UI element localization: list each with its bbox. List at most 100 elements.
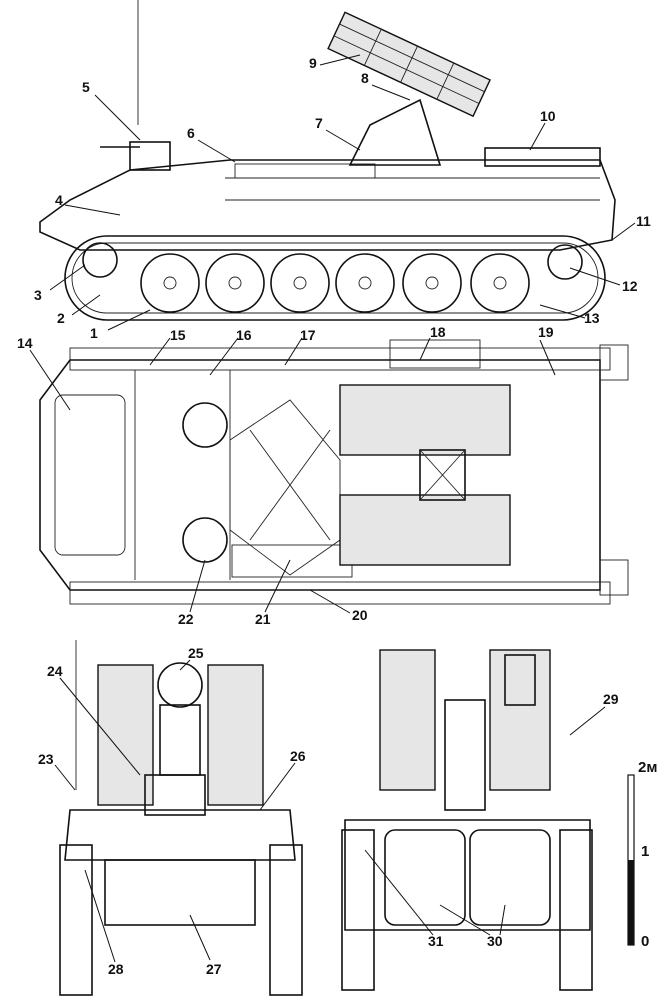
callout-10: 10 <box>529 108 556 151</box>
idler-wheel <box>82 242 118 278</box>
top-view <box>39 339 629 605</box>
track-top <box>69 347 611 371</box>
launcher-pack-rear-left <box>379 649 436 791</box>
launcher-base <box>419 449 466 501</box>
callout-number: 28 <box>108 961 124 977</box>
callout-number: 8 <box>361 70 369 86</box>
callout-13: 13 <box>539 304 600 326</box>
callout-number: 10 <box>540 108 556 124</box>
track-rear-left <box>341 829 375 991</box>
hull-side <box>39 159 616 251</box>
callout-number: 6 <box>187 125 195 141</box>
callout-number: 12 <box>622 278 638 294</box>
callout-number: 13 <box>584 310 600 326</box>
callout-number: 29 <box>603 691 619 707</box>
front-hatch <box>54 394 126 556</box>
drive-sprocket <box>547 244 583 280</box>
callout-number: 17 <box>300 327 316 343</box>
launcher-pack-right <box>339 494 511 566</box>
callout-number: 31 <box>428 933 444 949</box>
callout-20: 20 <box>309 589 368 623</box>
callout-24: 24 <box>47 663 141 776</box>
callout-number: 14 <box>17 335 33 351</box>
callout-26: 26 <box>259 748 306 811</box>
callout-9: 9 <box>309 54 361 71</box>
callout-number: 25 <box>188 645 204 661</box>
callout-14: 14 <box>17 335 71 411</box>
callout-11: 11 <box>611 213 651 241</box>
launcher-pack-left <box>339 384 511 456</box>
scale-label-0: 0 <box>641 933 649 950</box>
callout-number: 5 <box>82 79 90 95</box>
rear-box <box>484 147 601 167</box>
callout-number: 22 <box>178 611 194 627</box>
callout-5: 5 <box>82 79 141 141</box>
hull-rear <box>344 819 591 931</box>
track-front-left <box>59 844 93 996</box>
callout-16: 16 <box>209 327 252 376</box>
front-view <box>59 640 303 996</box>
callout-number: 3 <box>34 287 42 303</box>
scale-bar: 2м 1 0 <box>627 759 657 950</box>
callout-number: 7 <box>315 115 323 131</box>
callout-number: 18 <box>430 324 446 340</box>
rear-door-right <box>469 829 551 926</box>
callout-1: 1 <box>90 309 151 341</box>
launcher-mount <box>348 98 442 166</box>
hatch-commander <box>182 402 228 448</box>
callout-7: 7 <box>315 115 361 151</box>
callout-12: 12 <box>569 267 638 294</box>
callout-number: 21 <box>255 611 271 627</box>
callout-31: 31 <box>364 849 444 949</box>
rear-box-top <box>389 339 481 369</box>
callout-number: 30 <box>487 933 503 949</box>
callout-number: 20 <box>352 607 368 623</box>
callout-number: 16 <box>236 327 252 343</box>
callout-number: 9 <box>309 55 317 71</box>
callout-4: 4 <box>55 192 121 216</box>
callout-number: 27 <box>206 961 222 977</box>
callout-3: 3 <box>34 264 86 303</box>
road-wheels <box>140 253 530 313</box>
callout-28: 28 <box>84 869 124 977</box>
scale-label-1: 1 <box>641 843 649 860</box>
rear-door-left <box>384 829 466 926</box>
hatch-driver <box>182 517 228 563</box>
callout-23: 23 <box>38 751 76 791</box>
callout-27: 27 <box>189 914 222 977</box>
callout-29: 29 <box>569 691 619 736</box>
engine-deck <box>229 399 341 576</box>
track-front-right <box>269 844 303 996</box>
callout-number: 4 <box>55 192 63 208</box>
callout-number: 15 <box>170 327 186 343</box>
scale-label-2m: 2м <box>638 759 657 776</box>
launcher-pack-rear-right <box>489 649 551 791</box>
callout-2: 2 <box>57 294 101 326</box>
launcher-pack-front-right <box>207 664 264 806</box>
launcher-drum <box>157 662 203 708</box>
hull-front <box>64 809 296 861</box>
callout-8: 8 <box>361 70 411 101</box>
callout-19: 19 <box>538 324 556 376</box>
track <box>64 235 606 321</box>
engine-grille <box>234 163 376 179</box>
callout-17: 17 <box>284 327 316 366</box>
callout-25: 25 <box>179 645 204 671</box>
engine-grille-top <box>231 544 353 578</box>
callout-15: 15 <box>149 327 186 366</box>
rear-view <box>341 649 593 991</box>
callout-6: 6 <box>187 125 236 163</box>
callout-22: 22 <box>178 559 206 627</box>
callout-number: 2 <box>57 310 65 326</box>
callout-21: 21 <box>255 559 291 627</box>
turret-mg <box>129 141 171 171</box>
callout-number: 1 <box>90 325 98 341</box>
callout-number: 26 <box>290 748 306 764</box>
callout-number: 19 <box>538 324 554 340</box>
track-rear-right <box>559 829 593 991</box>
callout-number: 23 <box>38 751 54 767</box>
front-plate <box>104 859 256 926</box>
callout-30: 30 <box>439 904 506 949</box>
side-view <box>39 0 616 321</box>
